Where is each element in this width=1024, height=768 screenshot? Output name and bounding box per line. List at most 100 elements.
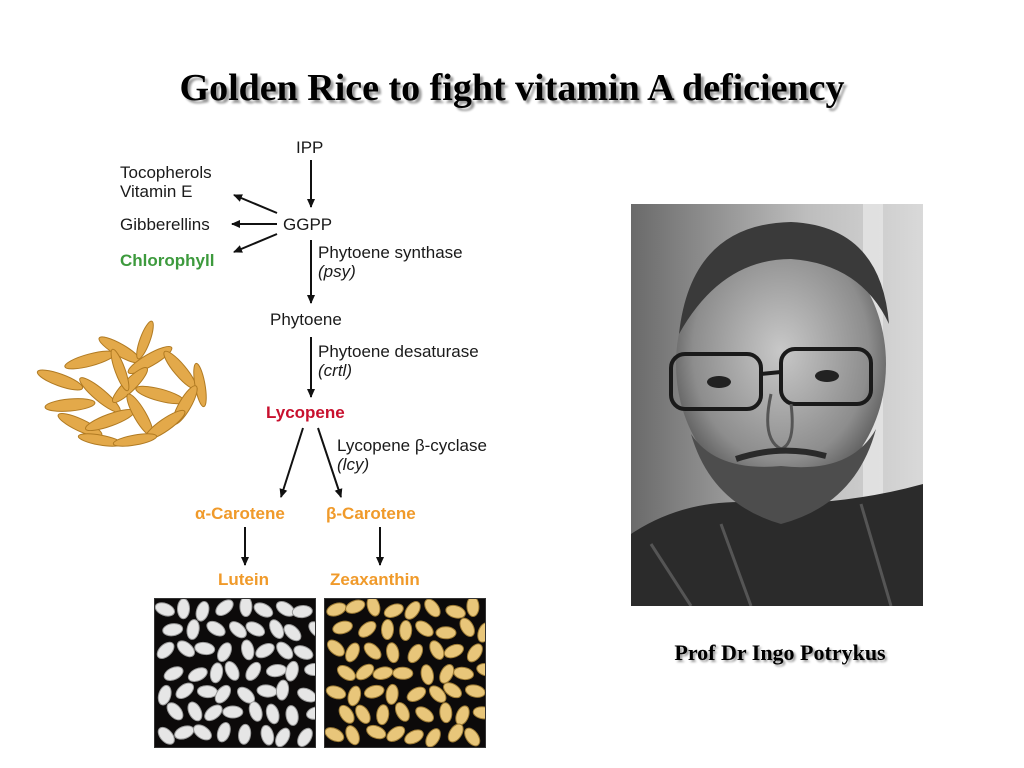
rice-grain (265, 703, 280, 725)
phytoene-label: Phytoene (270, 310, 342, 329)
rice-grain (260, 724, 275, 746)
rice-grain (175, 682, 195, 699)
rice-grain (476, 663, 485, 677)
rice-grain (386, 725, 406, 742)
alpha-carotene-label: α-Carotene (195, 504, 285, 523)
rice-grain (166, 702, 184, 721)
tocopherols-label: Tocopherols (120, 163, 212, 182)
rice-grain (439, 702, 453, 724)
rice-grain (415, 620, 434, 637)
rice-grain (269, 619, 285, 639)
rice-grain (420, 664, 434, 686)
rice-grain (214, 684, 232, 704)
rice-grain (326, 639, 345, 657)
rice-grain (338, 704, 355, 724)
rice-grain (386, 642, 400, 664)
rice-grain (297, 727, 313, 747)
slide-title: Golden Rice to fight vitamin A deficienc… (179, 67, 845, 109)
rice-grain (345, 725, 360, 746)
rice-grain (255, 642, 275, 659)
rice-grain (453, 666, 475, 681)
rice-grain (157, 684, 172, 706)
rice-grain (228, 621, 247, 639)
rice-grain (222, 705, 244, 719)
rice-grain (455, 705, 470, 726)
ipp-label: IPP (296, 138, 324, 157)
rice-grain (466, 643, 483, 663)
rice-grain (306, 706, 315, 720)
rice-grain (372, 666, 394, 680)
portrait-photo (631, 204, 923, 606)
rice-grain (239, 599, 253, 617)
rice-grain (304, 662, 315, 677)
golden-rice-image (324, 598, 486, 748)
phytoene-desaturase-label: Phytoene desaturase (318, 342, 479, 361)
rice-grain (187, 701, 203, 722)
beta-carotene-label: β-Carotene (326, 504, 416, 523)
rice-grain (187, 667, 208, 682)
rice-grain (392, 666, 414, 680)
zeaxanthin-label: Zeaxanthin (330, 570, 420, 589)
rice-grain (399, 620, 413, 641)
chlorophyll-label: Chlorophyll (120, 251, 215, 270)
rice-grain (238, 723, 252, 745)
rice-grain (429, 640, 445, 660)
rice-grain (194, 641, 216, 656)
rice-grain (355, 663, 375, 681)
rice-grain (477, 622, 485, 643)
rice-grain (209, 662, 224, 684)
rice-grain (162, 623, 184, 637)
rice-grain (464, 727, 481, 747)
rice-grain (224, 661, 240, 681)
arrow-ggpp-chlorophyll (233, 233, 278, 253)
rice-grain (245, 621, 266, 637)
rice-grain (193, 724, 212, 741)
rice-grain (285, 660, 299, 682)
rice-grain (406, 686, 427, 702)
rice-grain (156, 641, 175, 660)
rice-grain (275, 679, 290, 701)
rice-grain (407, 643, 424, 664)
rice-grain (291, 605, 313, 619)
ggpp-label: GGPP (283, 215, 333, 234)
rice-grain (336, 665, 356, 681)
rice-grain (186, 619, 200, 640)
rice-grain (366, 724, 387, 740)
rice-grain (265, 663, 287, 678)
rice-grain (385, 683, 399, 705)
rice-grain (176, 640, 195, 658)
rice-grain (394, 702, 410, 722)
white-rice-image (154, 598, 316, 748)
rice-grain (204, 704, 223, 722)
rice-grain (345, 642, 360, 663)
rice-grain (285, 705, 299, 726)
rice-grain (466, 599, 480, 617)
rice-grain (363, 642, 382, 660)
rice-grain (196, 685, 218, 699)
rice-grain (293, 645, 314, 660)
rice-grain (325, 727, 345, 743)
psy-gene-label: (psy) (318, 262, 356, 281)
rice-grain (472, 706, 485, 720)
rice-grain (428, 685, 447, 703)
rice-grain (464, 684, 485, 698)
gibberellins-label: Gibberellins (120, 215, 210, 234)
arrow-lycopene-alpha (279, 427, 304, 498)
rice-grain (358, 621, 377, 638)
rice-grain (347, 685, 362, 707)
rice-grain (155, 602, 175, 617)
rice-grain (363, 684, 385, 699)
rice-grain (163, 666, 184, 681)
rice-grain (215, 599, 234, 617)
rice-grain (326, 602, 347, 617)
rice-grain (248, 701, 263, 722)
lycopene-label: Lycopene (266, 403, 345, 422)
rice-grain (217, 642, 232, 662)
rice-grain (443, 643, 464, 659)
vitamin-e-label: Vitamin E (120, 182, 193, 201)
lcy-gene-label: (lcy) (337, 455, 370, 474)
rice-grain (275, 727, 291, 747)
rice-grain (241, 639, 255, 661)
rice-grain (245, 661, 262, 681)
rice-grain (253, 602, 274, 618)
